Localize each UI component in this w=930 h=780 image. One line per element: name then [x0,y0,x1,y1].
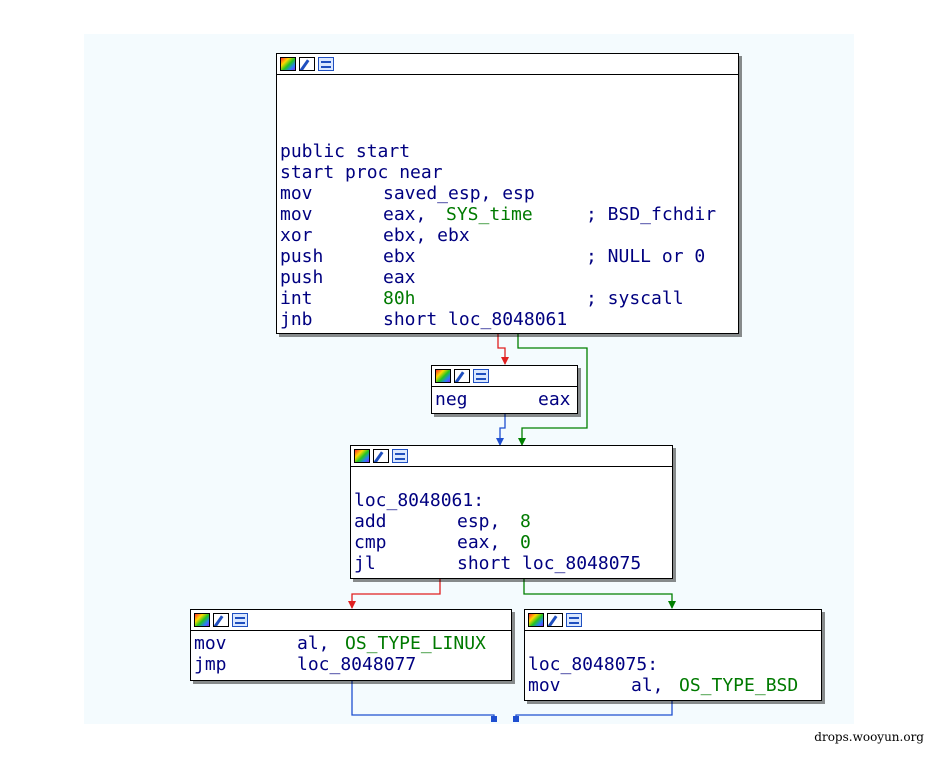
code-line[interactable]: jl short loc_8048075 [354,553,672,574]
comment: ; BSD_fchdir [586,204,717,225]
code-line[interactable]: loc_8048075: [528,654,821,675]
graph-overview-icon[interactable] [528,613,544,627]
edit-node-icon[interactable] [547,613,563,627]
constant-operand: SYS_time [446,204,533,225]
graph-overview-icon[interactable] [194,613,210,627]
graph-overview-icon[interactable] [280,57,296,71]
code-line[interactable]: jnb short loc_8048061 [280,309,738,330]
node-start[interactable]: public start start proc near mov saved_e… [276,53,739,334]
code-line[interactable]: add esp, 8 [354,511,672,532]
watermark: drops.wooyun.org [814,730,924,744]
node-title-bar [432,366,577,387]
code-line[interactable]: public start [280,141,738,162]
operand: ebx, ebx [383,225,470,246]
node-neg[interactable]: neg eax [431,365,578,414]
mnemonic: neg [435,389,468,410]
mnemonic: xor [280,225,313,246]
edit-node-icon[interactable] [454,369,470,383]
mnemonic: mov [194,633,227,654]
edit-node-icon[interactable] [299,57,315,71]
mnemonic: jnb [280,309,313,330]
comment: ; NULL or 0 [586,246,706,267]
edge-start-to-loc8048061-true [517,333,588,446]
xref-list-icon[interactable] [232,613,248,627]
code-line[interactable]: mov eax, SYS_time ; BSD_fchdir [280,204,738,225]
code-line[interactable]: xor ebx, ebx [280,225,738,246]
graph-overview-icon[interactable] [354,449,370,463]
node-os-type-linux[interactable]: mov al, OS_TYPE_LINUX jmp loc_8048077 [190,609,512,681]
node-title-bar [191,610,511,631]
code-line[interactable]: cmp eax, 0 [354,532,672,553]
edge-loc8048061-to-linux-false [348,579,441,609]
label-text: loc_8048075: [528,654,659,675]
edge-loc8048061-to-bsd-true [523,579,676,609]
operand: esp, [457,511,512,532]
code-line[interactable]: push ebx ; NULL or 0 [280,246,738,267]
edit-node-icon[interactable] [213,613,229,627]
operand: ebx [383,246,416,267]
operand: eax [538,389,571,410]
flow-edges [348,333,676,722]
mnemonic: jl [354,553,376,574]
code-line[interactable]: mov al, OS_TYPE_LINUX [194,633,511,654]
operand: saved_esp, esp [383,183,535,204]
code-line[interactable]: mov saved_esp, esp [280,183,738,204]
operand: loc_8048077 [297,654,417,675]
edge-start-to-neg-false [497,333,509,365]
edge-neg-to-loc8048061 [496,413,506,446]
operand: eax, [383,204,438,225]
label-text: public start [280,141,411,162]
node-title-bar [351,446,672,467]
code-line[interactable]: push eax [280,267,738,288]
mnemonic: push [280,267,324,288]
xref-list-icon[interactable] [473,369,489,383]
mnemonic: jmp [194,654,227,675]
code-line[interactable]: mov al, OS_TYPE_BSD [528,675,821,696]
mnemonic: cmp [354,532,387,553]
node-title-bar [525,610,821,631]
constant-operand: OS_TYPE_BSD [679,675,799,696]
constant-operand: 0 [520,532,531,553]
operand: short loc_8048075 [457,553,642,574]
operand: al, [631,675,675,696]
mnemonic: mov [280,204,313,225]
operand: eax [383,267,416,288]
xref-list-icon[interactable] [318,57,334,71]
constant-operand: 8 [520,511,531,532]
xref-list-icon[interactable] [392,449,408,463]
constant-operand: 80h [383,288,416,309]
code-line[interactable]: loc_8048061: [354,490,672,511]
mnemonic: int [280,288,313,309]
operand: eax, [457,532,512,553]
graph-overview-icon[interactable] [435,369,451,383]
mnemonic: mov [280,183,313,204]
code-line[interactable]: start proc near [280,162,738,183]
node-loc-8048061[interactable]: loc_8048061: add esp, 8 cmp eax, 0 jl sh… [350,445,673,579]
xref-list-icon[interactable] [566,613,582,627]
constant-operand: OS_TYPE_LINUX [345,633,486,654]
edit-node-icon[interactable] [373,449,389,463]
node-loc-8048075[interactable]: loc_8048075: mov al, OS_TYPE_BSD [524,609,822,701]
operand: al, [297,633,341,654]
code-line[interactable]: jmp loc_8048077 [194,654,511,675]
code-line[interactable]: neg eax [435,389,577,410]
operand: short loc_8048061 [383,309,568,330]
edge-linux-to-exit [351,680,495,722]
label-text: loc_8048061: [354,490,485,511]
node-title-bar [277,54,738,75]
comment: ; syscall [586,288,684,309]
code-line[interactable]: int 80h ; syscall [280,288,738,309]
mnemonic: add [354,511,387,532]
mnemonic: mov [528,675,561,696]
label-text: start proc near [280,162,443,183]
mnemonic: push [280,246,324,267]
